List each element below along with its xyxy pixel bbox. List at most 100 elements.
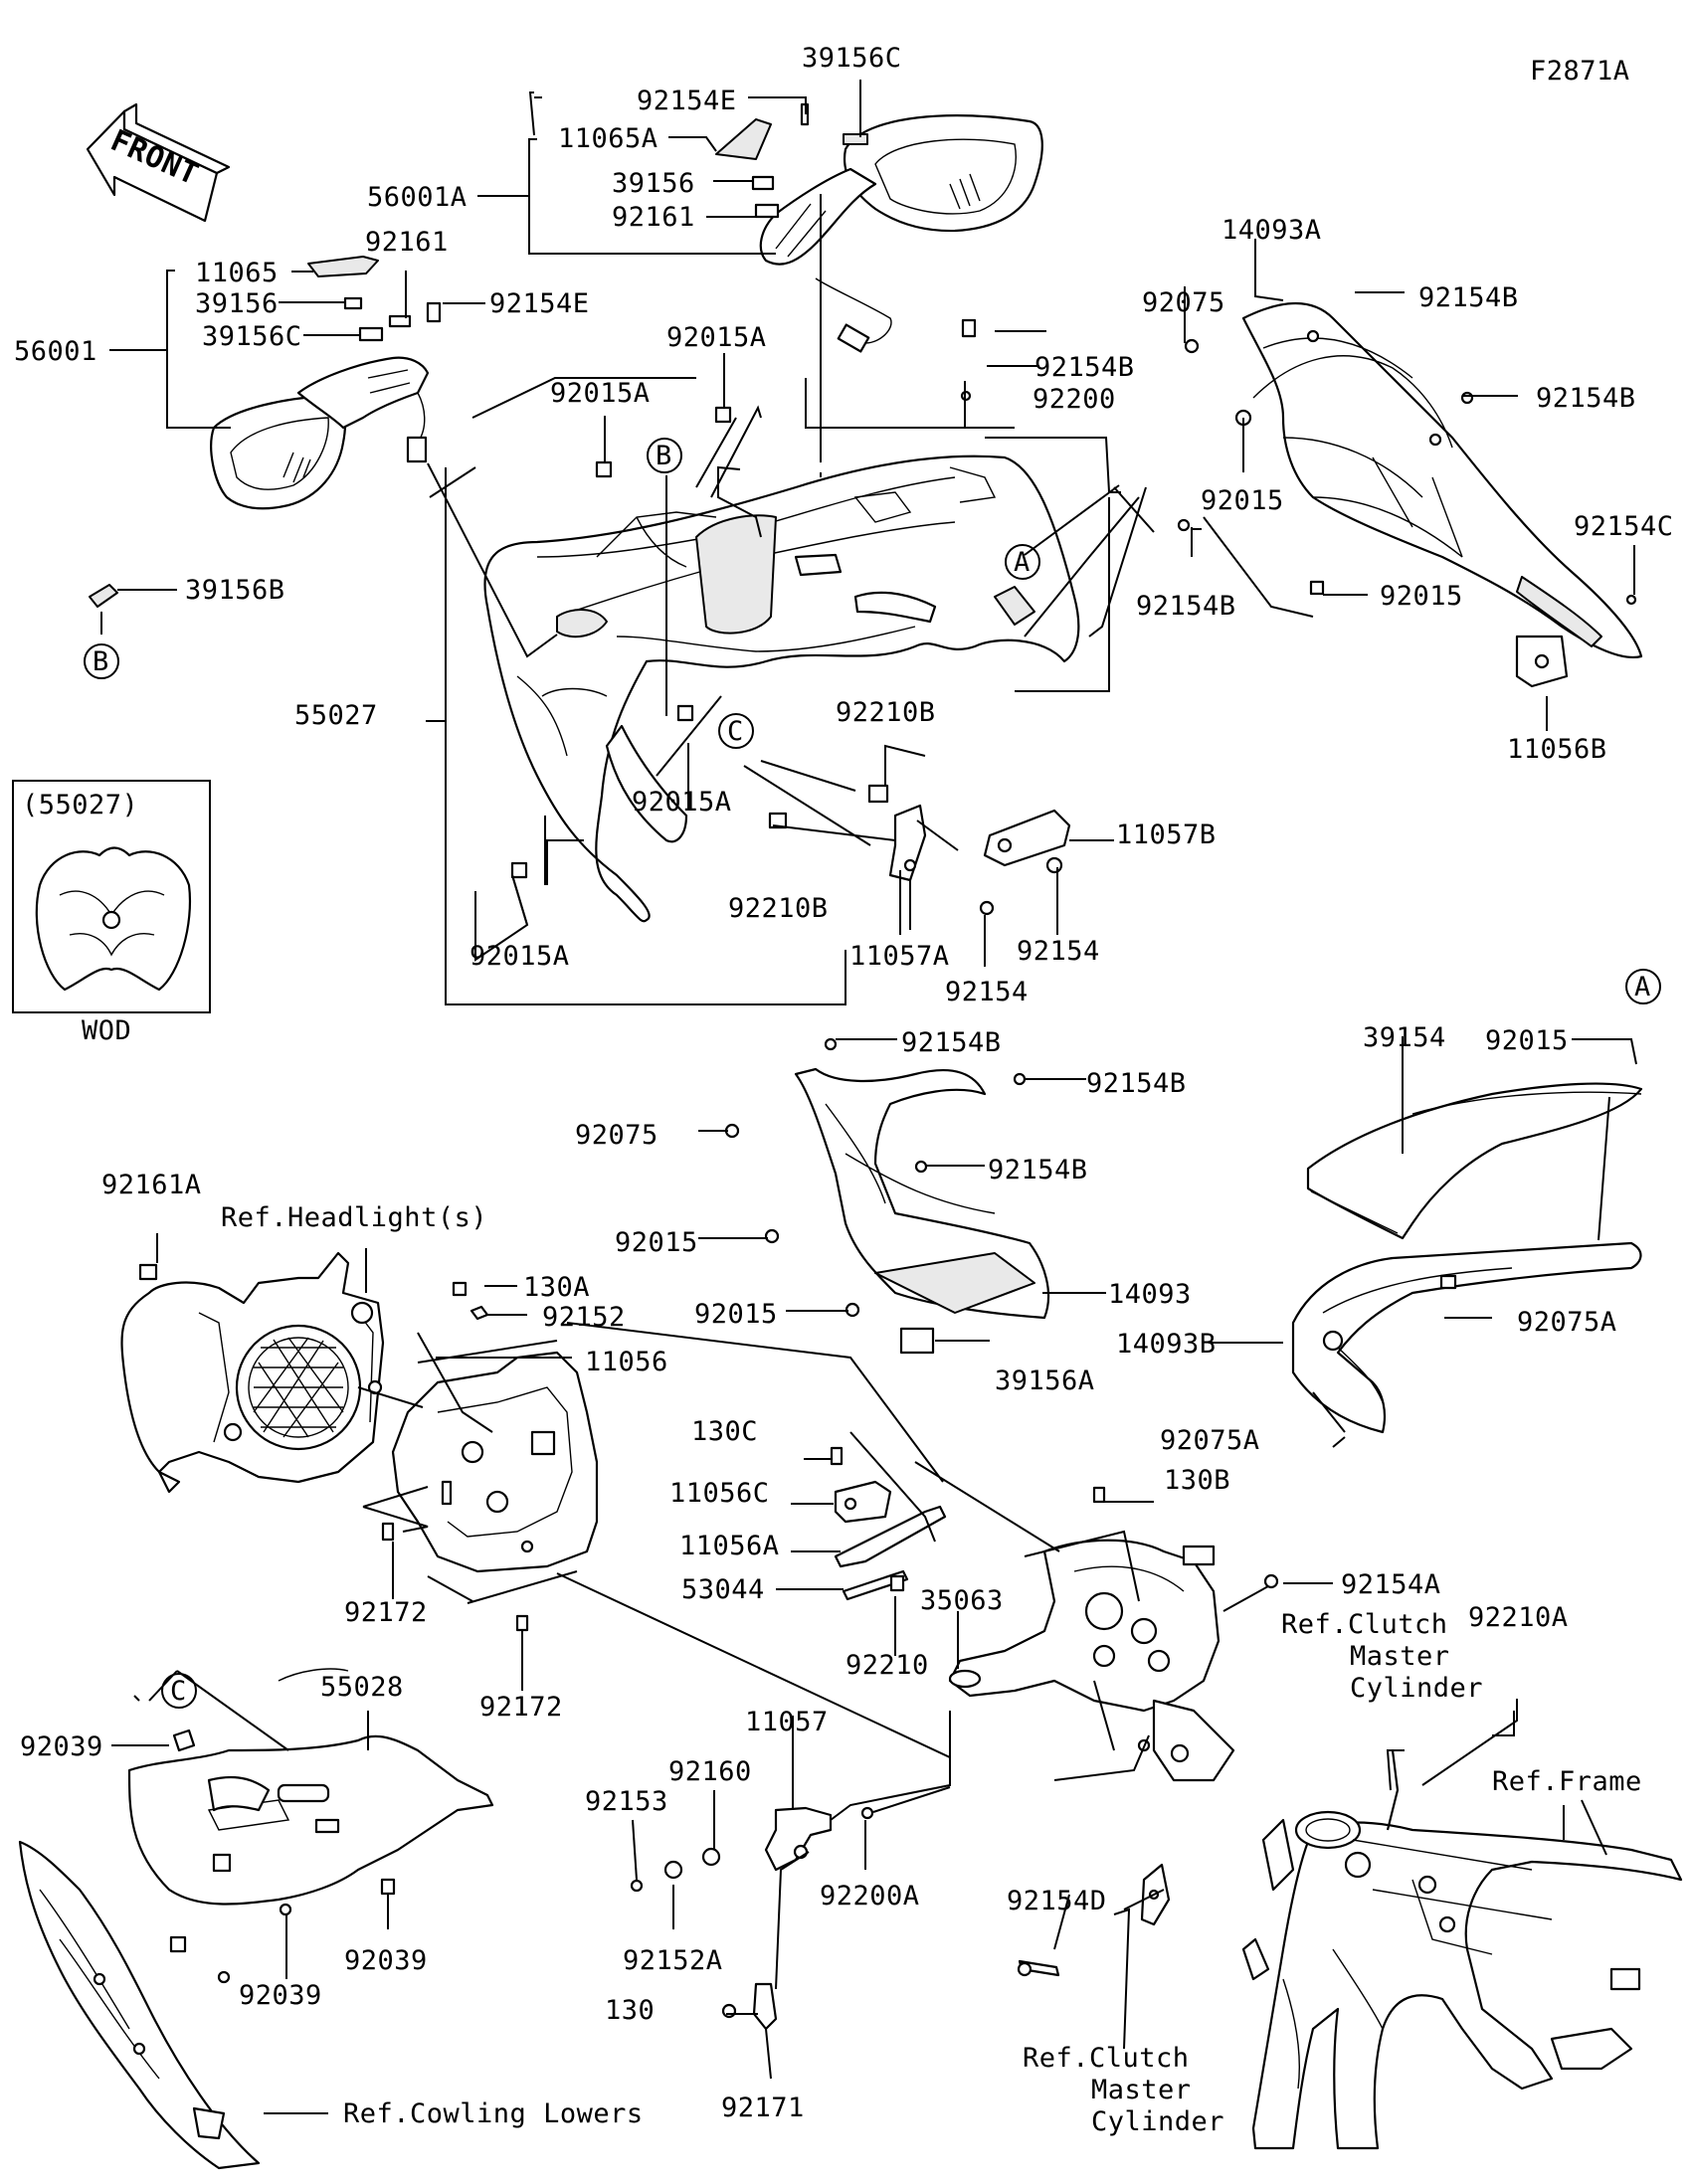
bracket-11057 bbox=[630, 1806, 874, 2031]
leader-lines bbox=[100, 80, 1637, 2114]
part-label: 92200 bbox=[1033, 384, 1116, 415]
svg-text:A: A bbox=[1634, 972, 1651, 1002]
part-label: 39156 bbox=[612, 168, 695, 199]
diagram-code: F2871A bbox=[1530, 56, 1630, 87]
part-label: 92154E bbox=[489, 288, 590, 319]
bracket-group-11056c bbox=[830, 1446, 947, 1601]
part-label: 56001 bbox=[14, 336, 97, 367]
left-mirror bbox=[210, 356, 430, 510]
mirror-small-parts bbox=[307, 102, 868, 342]
note-frame: Ref.Frame bbox=[1492, 1766, 1642, 1797]
frame bbox=[1241, 1749, 1683, 2150]
part-label: 39156A bbox=[995, 1365, 1095, 1396]
inset-box: (55027) WOD bbox=[12, 780, 211, 1046]
bracket-11056 bbox=[391, 1351, 599, 1573]
part-label: 92152A bbox=[623, 1945, 723, 1976]
ref-marker-b-cowl: B bbox=[647, 438, 682, 473]
part-label: 92154B bbox=[1136, 591, 1236, 622]
part-label: 55027 bbox=[294, 700, 378, 731]
part-label: 130 bbox=[605, 1995, 655, 2026]
part-label: 92039 bbox=[344, 1945, 428, 1976]
headlight-lens-grid bbox=[253, 1337, 344, 1438]
part-label: 53044 bbox=[681, 1574, 765, 1605]
part-label: 92171 bbox=[721, 2093, 805, 2123]
part-label: 39156 bbox=[195, 288, 279, 319]
part-label: 92039 bbox=[20, 1731, 103, 1762]
ref-notes: Ref.Headlight(s) Ref.Clutch Master Cylin… bbox=[221, 1202, 1642, 2137]
right-mirror bbox=[759, 114, 1043, 353]
part-label: 92015A bbox=[470, 941, 570, 972]
note-clutch-bottom-3: Cylinder bbox=[1091, 2106, 1224, 2137]
part-label: 92154 bbox=[945, 977, 1029, 1007]
part-label: 39156C bbox=[202, 321, 302, 352]
note-clutch-bottom-1: Ref.Clutch bbox=[1023, 2043, 1190, 2074]
windscreen-39154 bbox=[1306, 1082, 1643, 1240]
part-label: 14093 bbox=[1108, 1279, 1192, 1310]
svg-text:A: A bbox=[1014, 547, 1031, 578]
part-label: 92160 bbox=[668, 1756, 752, 1787]
part-label: 92015A bbox=[632, 787, 732, 818]
part-label: 92154B bbox=[1086, 1068, 1187, 1099]
part-label: 56001A bbox=[367, 182, 468, 213]
side-cover-14093-fasteners bbox=[724, 1037, 1027, 1318]
part-label: 39154 bbox=[1363, 1022, 1446, 1053]
part-label: 92210B bbox=[728, 893, 829, 924]
part-label: 92161 bbox=[365, 227, 449, 258]
svg-text:B: B bbox=[93, 646, 109, 677]
front-arrow-icon: FRONT bbox=[86, 102, 231, 223]
bracket-11056b bbox=[1515, 635, 1569, 688]
bracket-35063-fasteners bbox=[1092, 1486, 1279, 1589]
side-cover-14093 bbox=[794, 1067, 1050, 1355]
part-label: 92172 bbox=[479, 1692, 563, 1723]
svg-text:C: C bbox=[170, 1676, 187, 1707]
part-labels: 39156C 92154E 11065A 39156 92161 56001A … bbox=[14, 43, 1674, 2123]
bracket-11056-fasteners bbox=[381, 1281, 529, 1632]
part-label: 92039 bbox=[239, 1980, 322, 2011]
part-label: 92210B bbox=[836, 697, 936, 728]
part-label: 92154B bbox=[1418, 282, 1519, 313]
svg-text:B: B bbox=[656, 441, 672, 471]
ref-marker-a-top: A bbox=[1005, 544, 1040, 580]
part-label: 92154C bbox=[1574, 511, 1674, 542]
part-label: 35063 bbox=[920, 1585, 1004, 1616]
part-label: 92154A bbox=[1341, 1569, 1441, 1600]
part-label: 11057A bbox=[849, 941, 950, 972]
part-label: 11065 bbox=[195, 258, 279, 288]
part-label: 39156C bbox=[802, 43, 902, 74]
part-label: 92015A bbox=[550, 378, 651, 409]
upper-cowl bbox=[483, 455, 1080, 923]
part-label: 39156B bbox=[185, 575, 285, 606]
part-39156b bbox=[89, 584, 118, 608]
part-label: 11056B bbox=[1507, 734, 1607, 765]
part-label: 14093B bbox=[1116, 1329, 1217, 1360]
part-label: 11056C bbox=[669, 1478, 770, 1509]
ref-marker-a-right: A bbox=[1625, 969, 1661, 1004]
note-clutch-bottom-2: Master bbox=[1091, 2075, 1192, 2105]
part-label: 92015 bbox=[694, 1299, 778, 1330]
side-cover-14093a bbox=[1241, 302, 1643, 659]
cowling-lower-ref bbox=[18, 1840, 261, 2170]
part-label: 92154 bbox=[1017, 936, 1100, 967]
inset-caption: WOD bbox=[82, 1015, 131, 1046]
note-headlight: Ref.Headlight(s) bbox=[221, 1202, 487, 1233]
part-label: 92210A bbox=[1468, 1602, 1569, 1633]
note-clutch-top-1: Ref.Clutch bbox=[1281, 1609, 1448, 1640]
part-label: 92015 bbox=[1380, 581, 1463, 612]
part-label: 55028 bbox=[320, 1672, 404, 1703]
ref-marker-b-left: B bbox=[84, 643, 119, 679]
part-label: 11065A bbox=[558, 123, 658, 154]
bracket-11057b bbox=[983, 809, 1071, 867]
part-label: 130B bbox=[1164, 1465, 1230, 1496]
part-label: 92075 bbox=[1142, 287, 1225, 318]
headlight-assembly bbox=[120, 1251, 385, 1494]
part-label: 11056 bbox=[585, 1347, 668, 1377]
part-label: 92161A bbox=[101, 1170, 202, 1200]
part-label: 92153 bbox=[585, 1786, 668, 1817]
bracket-35063 bbox=[948, 1539, 1235, 1782]
part-label: 11057 bbox=[745, 1707, 829, 1737]
part-label: 92210 bbox=[846, 1650, 929, 1681]
part-label: 130A bbox=[523, 1272, 590, 1303]
inset-title: (55027) bbox=[22, 790, 138, 820]
note-cowling-lowers: Ref.Cowling Lowers bbox=[343, 2098, 644, 2129]
